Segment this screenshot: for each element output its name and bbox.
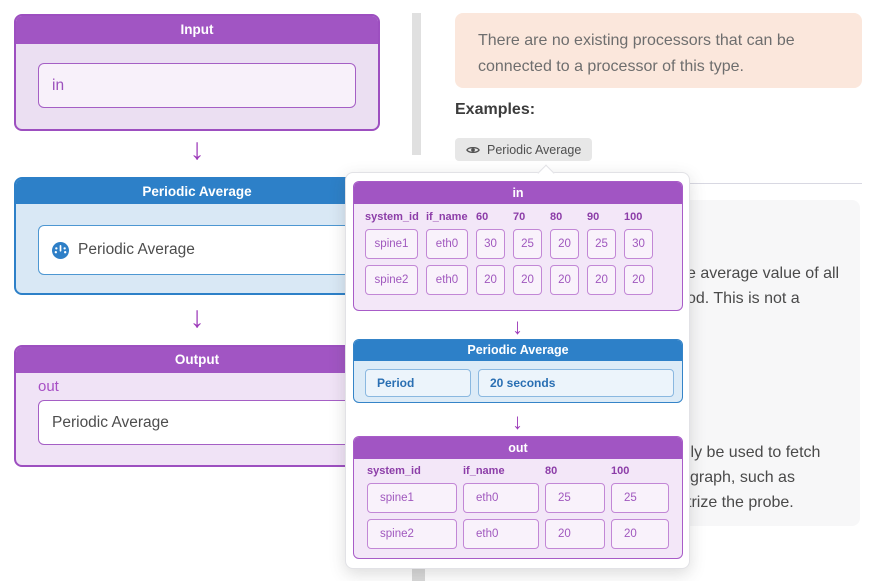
description-fragment: graph, such as [690,469,795,486]
column-header: 100 [611,465,630,477]
arrow-down-icon: ↓ [512,409,523,434]
input-node[interactable]: Input in [14,14,380,131]
column-header: if_name [463,465,505,477]
popup-in-table: in system_id if_name 60 70 80 90 100 spi… [353,181,683,311]
input-in-field[interactable]: in [38,63,356,108]
popup-in-table-columns: system_id if_name 60 70 80 90 100 [354,211,682,223]
description-fragment: e average value of all [687,265,840,282]
popup-processor: Periodic Average Period 20 seconds [353,339,683,403]
table-cell: 20 [550,229,579,259]
popup-processor-title: Periodic Average [354,340,682,361]
processor-node[interactable]: Periodic Average Periodic Average [14,177,380,295]
table-cell: 25 [513,229,542,259]
table-row: spine2 eth0 20 20 [354,519,682,549]
column-header: 100 [624,211,643,223]
column-header: 80 [550,211,563,223]
table-cell: 20 [513,265,542,295]
table-cell: 30 [624,229,653,259]
arrow-down-icon: ↓ [189,301,205,334]
column-header: if_name [426,211,468,223]
popup-caret [537,164,555,182]
table-cell: eth0 [426,265,468,295]
output-field-label: Periodic Average [52,413,169,431]
table-cell: 20 [550,265,579,295]
table-cell: eth0 [463,483,539,513]
gauge-icon [52,241,69,259]
table-cell: 30 [476,229,505,259]
example-chip-periodic-average[interactable]: Periodic Average [455,138,593,161]
column-header: 90 [587,211,600,223]
table-cell: 25 [611,483,669,513]
table-cell: 20 [476,265,505,295]
popup-out-table-title: out [354,437,682,459]
column-header: system_id [367,465,421,477]
table-row: spine1 eth0 25 25 [354,483,682,513]
table-row: spine1 eth0 30 25 20 25 30 [354,229,682,259]
table-cell: 20 [611,519,669,549]
table-cell: 20 [587,265,616,295]
no-processors-notice-text: There are no existing processors that ca… [478,32,795,75]
popup-in-table-title: in [354,182,682,204]
vertical-scrollbar-thumb[interactable] [412,13,421,155]
no-processors-notice: There are no existing processors that ca… [455,13,862,88]
output-node[interactable]: Output out Periodic Average [14,345,380,467]
bottom-scrollbar-thumb[interactable] [412,569,425,581]
description-fragment: trize the probe. [687,494,794,511]
table-cell: spine1 [365,229,418,259]
table-cell: eth0 [426,229,468,259]
popup-out-table-columns: system_id if_name 80 100 [354,465,682,477]
table-cell: 20 [624,265,653,295]
column-header: 70 [513,211,526,223]
output-out-label: out [38,378,59,395]
table-cell: spine2 [367,519,457,549]
description-fragment: od. This is not a [687,290,800,307]
column-header: system_id [365,211,419,223]
table-cell: spine1 [367,483,457,513]
processor-param-value: 20 seconds [478,369,674,397]
output-node-title: Output [16,347,378,373]
processor-field[interactable]: Periodic Average [38,225,356,275]
arrow-down-icon: ↓ [189,133,205,166]
output-field[interactable]: Periodic Average [38,400,356,445]
processor-node-title: Periodic Average [16,179,378,204]
input-node-title: Input [16,16,378,44]
table-cell: 25 [545,483,605,513]
arrow-down-icon: ↓ [512,314,523,339]
table-cell: spine2 [365,265,418,295]
eye-icon [466,143,480,157]
table-row: spine2 eth0 20 20 20 20 20 [354,265,682,295]
column-header: 60 [476,211,489,223]
examples-heading: Examples: [455,101,536,118]
table-cell: 25 [587,229,616,259]
processor-param-name: Period [365,369,471,397]
column-header: 80 [545,465,558,477]
example-popup: in system_id if_name 60 70 80 90 100 spi… [345,164,690,569]
input-in-field-label: in [52,76,65,94]
table-cell: eth0 [463,519,539,549]
example-chip-label: Periodic Average [487,142,582,157]
popup-out-table: out system_id if_name 80 100 spine1 eth0… [353,436,683,559]
description-fragment: lly be used to fetch [687,444,821,461]
processor-field-label: Periodic Average [78,241,195,258]
table-cell: 20 [545,519,605,549]
